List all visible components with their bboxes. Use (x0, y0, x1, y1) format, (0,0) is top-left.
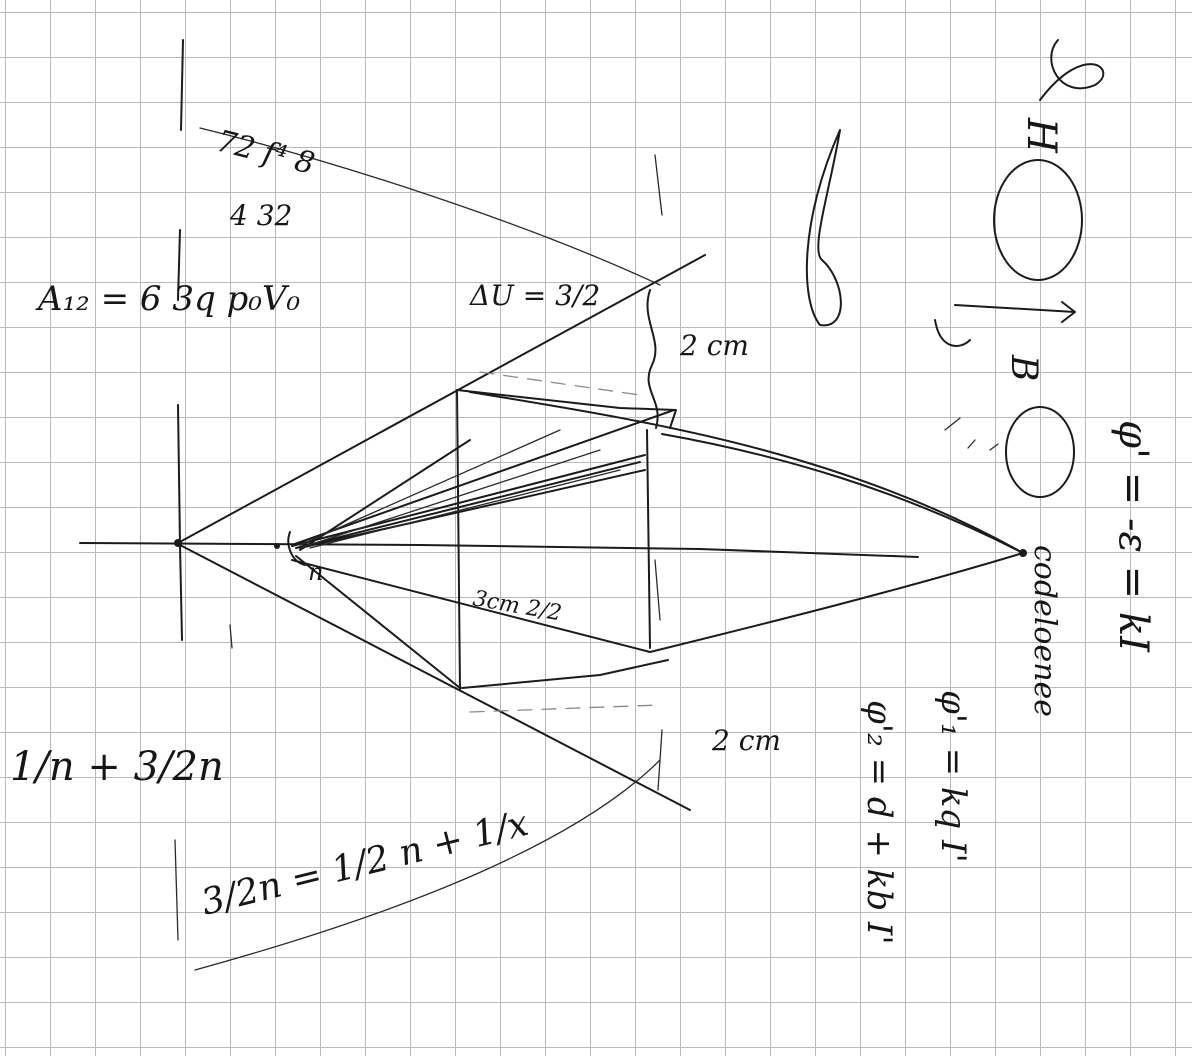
ray-fan (291, 409, 675, 689)
ray-upper-outer (469, 391, 1024, 554)
lower-frame-edge (461, 659, 669, 689)
vertical-axis-line (177, 39, 184, 641)
focal-dot (274, 543, 280, 549)
top-arc-curve (199, 127, 661, 286)
rotated-substance-label: codeloenee (1027, 545, 1062, 717)
work-equation: A₁₂ = 6 3q p₀V₀ (35, 279, 301, 319)
lower-ray-line (179, 544, 691, 811)
lens-far-right-vertical (654, 154, 663, 791)
magnet-arrow (934, 301, 1076, 347)
lens-right-vertical (646, 429, 651, 649)
lens-left-vertical (456, 389, 461, 691)
dashed-frame-bottom (469, 704, 661, 713)
ray-to-right-point-upper (661, 433, 1024, 554)
spiral-curl (805, 129, 842, 327)
left-tick-marks (174, 624, 233, 941)
top-fraction-numerator: 72 f⁴ 8 (213, 124, 318, 182)
small-hook (287, 531, 306, 566)
label-b: B (1003, 354, 1044, 381)
label-mid-3cm: 3cm 2/2 (471, 586, 564, 626)
ray-fan-extra (299, 429, 621, 549)
label-n: n (308, 558, 323, 586)
rotated-phi2-equation: φ'₂ = d + kb I' (859, 700, 899, 945)
equation-left-top: 1/n + 3/2n (10, 744, 224, 790)
ray-to-right-point-lower (649, 552, 1024, 653)
delta-u-label: ΔU = 3/2 (469, 279, 600, 312)
lower-circle (1005, 406, 1075, 498)
wavy-line (646, 289, 659, 429)
rotated-phi-equation: φ' = -ε = kI (1110, 420, 1156, 653)
equation-left-bottom: 3/2n = 1/2 n + 1/x (197, 803, 532, 924)
upper-frame-edge (456, 389, 677, 429)
dashed-frame-top (479, 371, 641, 396)
top-right-loop (1039, 39, 1105, 101)
upper-ray-line (177, 254, 706, 544)
bottom-arc-curve (194, 759, 661, 971)
label-top-2cm: 2 cm (679, 329, 749, 362)
rotated-phi1-equation: φ'₁ = kq I' (933, 690, 973, 863)
upper-circle (993, 159, 1083, 281)
label-bottom-2cm: 2 cm (711, 724, 781, 757)
label-h: H (1018, 117, 1064, 154)
small-ticks (944, 417, 999, 451)
top-fraction-denominator: 4 32 (229, 199, 292, 232)
horizontal-axis-line (79, 542, 919, 558)
